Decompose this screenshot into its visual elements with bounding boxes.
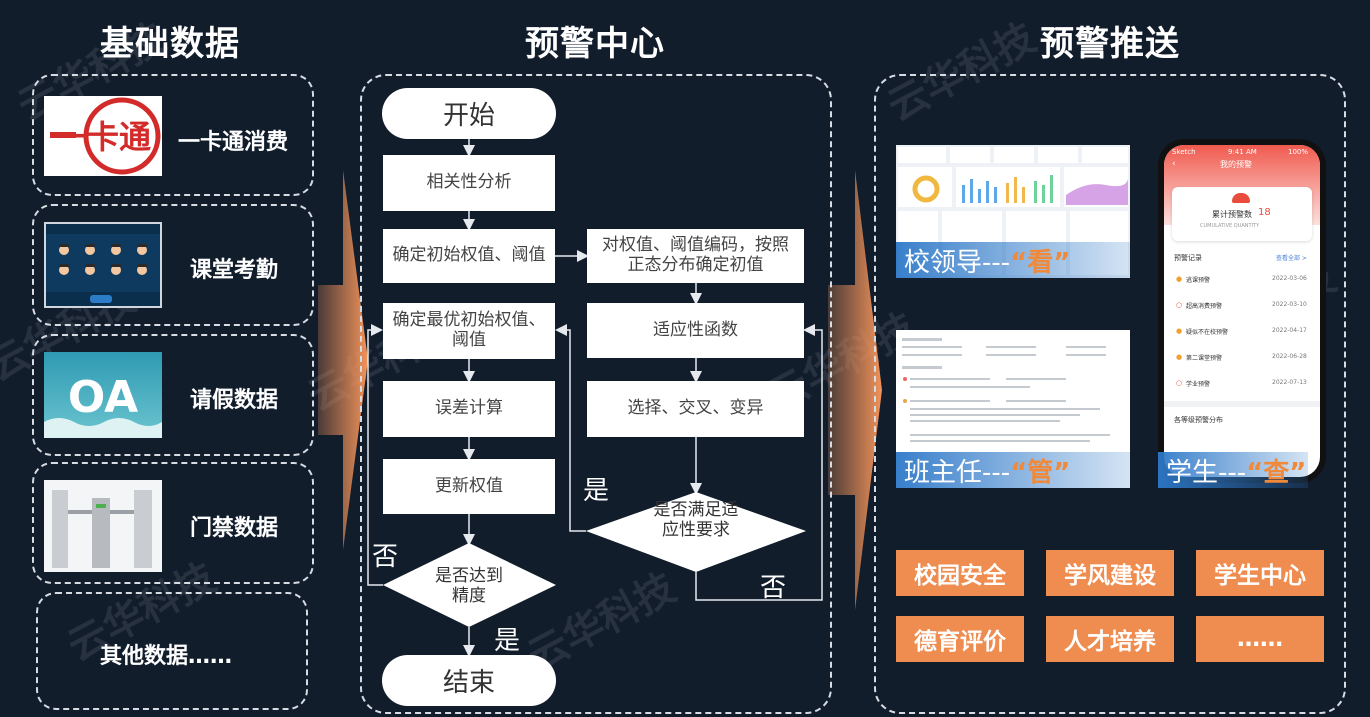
flow-end: 结束 bbox=[382, 655, 556, 706]
phone-dist-title: 各等级预警分布 bbox=[1174, 416, 1223, 424]
caption-leader: 校领导---“看” bbox=[896, 242, 1130, 278]
source-label: 请假数据 bbox=[190, 388, 279, 413]
flow-decision-fitness: 是否满足适应性要求 bbox=[653, 500, 739, 541]
record-date: 2022-04-17 bbox=[1272, 327, 1307, 334]
flow-step-update-weights: 更新权值 bbox=[383, 459, 555, 514]
source-label: 课堂考勤 bbox=[190, 258, 279, 283]
warning-center-panel bbox=[360, 74, 832, 714]
caption-leader-highlight: “看” bbox=[1010, 247, 1071, 278]
flow-decision-accuracy: 是否达到精度 bbox=[435, 566, 503, 607]
tag-talent-cultivation: 人才培养 bbox=[1046, 616, 1174, 662]
flow-step-genetic-ops: 选择、交叉、变异 bbox=[587, 381, 804, 437]
caption-leader-text: 校领导--- bbox=[904, 247, 1011, 278]
section-title-warning-push: 预警推送 bbox=[1040, 24, 1180, 64]
record-dot-icon: ● bbox=[1176, 327, 1183, 335]
svg-text:OA: OA bbox=[68, 372, 138, 423]
student-phone-mockup: Sketch 9:41 AM 100% ‹ 我的预警 累计预警数 18 CUMU… bbox=[1158, 139, 1326, 483]
flow-step-correlation: 相关性分析 bbox=[383, 155, 555, 211]
flow-step-error-calc: 误差计算 bbox=[383, 381, 555, 437]
record-dot-icon: ● bbox=[1176, 275, 1183, 283]
arrow-right-icon bbox=[828, 170, 882, 610]
phone-view-all-link[interactable]: 查看全部 > bbox=[1276, 255, 1307, 262]
record-date: 2022-07-13 bbox=[1272, 379, 1307, 386]
turnstile-gate-icon bbox=[44, 480, 162, 572]
source-card-leave: OA 请假数据 bbox=[32, 334, 314, 456]
tag-moral-evaluation: 德育评价 bbox=[896, 616, 1024, 662]
card-logo-icon: 一卡通 bbox=[44, 96, 162, 176]
caption-teacher: 班主任---“管” bbox=[896, 452, 1130, 488]
tag-study-style: 学风建设 bbox=[1046, 550, 1174, 596]
record-name: 学业预警 bbox=[1186, 381, 1211, 388]
caption-teacher-highlight: “管” bbox=[1010, 457, 1071, 488]
arrow-right-icon bbox=[318, 170, 368, 550]
oa-logo-icon: OA bbox=[44, 352, 162, 438]
record-date: 2022-06-28 bbox=[1272, 353, 1307, 360]
decision-diamond bbox=[383, 543, 556, 627]
source-label: 门禁数据 bbox=[190, 516, 279, 541]
label-no: 否 bbox=[372, 542, 399, 572]
phone-back-icon[interactable]: ‹ bbox=[1172, 159, 1176, 169]
caption-teacher-text: 班主任--- bbox=[904, 457, 1011, 488]
record-date: 2022-03-10 bbox=[1272, 301, 1307, 308]
record-name: 逃课预警 bbox=[1186, 277, 1211, 284]
caption-student-highlight: “查” bbox=[1246, 457, 1307, 488]
flow-start: 开始 bbox=[382, 88, 556, 139]
record-dot-icon: ○ bbox=[1176, 301, 1183, 309]
label-yes: 是 bbox=[583, 476, 610, 506]
tag-student-center: 学生中心 bbox=[1196, 550, 1324, 596]
flow-step-encode: 对权值、阈值编码，按照正态分布确定初值 bbox=[587, 229, 804, 283]
phone-count-value: 18 bbox=[1258, 207, 1271, 218]
caption-student-text: 学生--- bbox=[1166, 457, 1247, 488]
tag-more: …… bbox=[1196, 616, 1324, 662]
tag-campus-safety: 校园安全 bbox=[896, 550, 1024, 596]
record-name: 第二课堂预警 bbox=[1186, 355, 1223, 362]
decision-diamond bbox=[586, 492, 806, 572]
label-no: 否 bbox=[760, 573, 787, 603]
svg-text:一卡通: 一卡通 bbox=[55, 118, 151, 156]
phone-battery: 100% bbox=[1288, 148, 1309, 156]
record-name: 疑似不在校预警 bbox=[1186, 329, 1229, 336]
record-name: 超高消费预警 bbox=[1186, 303, 1223, 310]
record-date: 2022-03-06 bbox=[1272, 275, 1307, 282]
phone-screen: Sketch 9:41 AM 100% ‹ 我的预警 累计预警数 18 CUMU… bbox=[1164, 145, 1320, 477]
warning-push-panel bbox=[874, 74, 1346, 714]
flow-step-optimal-weights: 确定最优初始权值、阈值 bbox=[383, 303, 555, 359]
source-card-other: 其他数据…… bbox=[36, 592, 308, 710]
attendance-screen-icon bbox=[44, 222, 162, 308]
phone-divider bbox=[1164, 401, 1320, 407]
source-card-access: 门禁数据 bbox=[32, 462, 314, 584]
section-title-warning-center: 预警中心 bbox=[525, 24, 665, 64]
phone-title: 我的预警 bbox=[1220, 160, 1252, 169]
flow-step-fitness: 适应性函数 bbox=[587, 303, 804, 358]
flow-step-init-weights: 确定初始权值、阈值 bbox=[383, 229, 555, 283]
source-label: 其他数据…… bbox=[100, 644, 233, 669]
source-label: 一卡通消费 bbox=[178, 130, 289, 155]
phone-time: 9:41 AM bbox=[1228, 148, 1257, 156]
phone-records-title: 预警记录 bbox=[1174, 254, 1202, 262]
section-title-basic-data: 基础数据 bbox=[100, 24, 240, 64]
phone-carrier: Sketch bbox=[1172, 148, 1196, 156]
alarm-icon bbox=[1232, 193, 1250, 203]
caption-student: 学生---“查” bbox=[1158, 452, 1308, 488]
phone-count-en: CUMULATIVE QUANTITY bbox=[1200, 223, 1260, 229]
record-dot-icon: ● bbox=[1176, 353, 1183, 361]
source-card-attendance: 课堂考勤 bbox=[32, 204, 314, 326]
label-yes: 是 bbox=[494, 626, 521, 656]
source-card-consumption: 一卡通 一卡通消费 bbox=[32, 74, 314, 196]
phone-count-label: 累计预警数 bbox=[1212, 210, 1252, 219]
record-dot-icon: ○ bbox=[1176, 379, 1183, 387]
